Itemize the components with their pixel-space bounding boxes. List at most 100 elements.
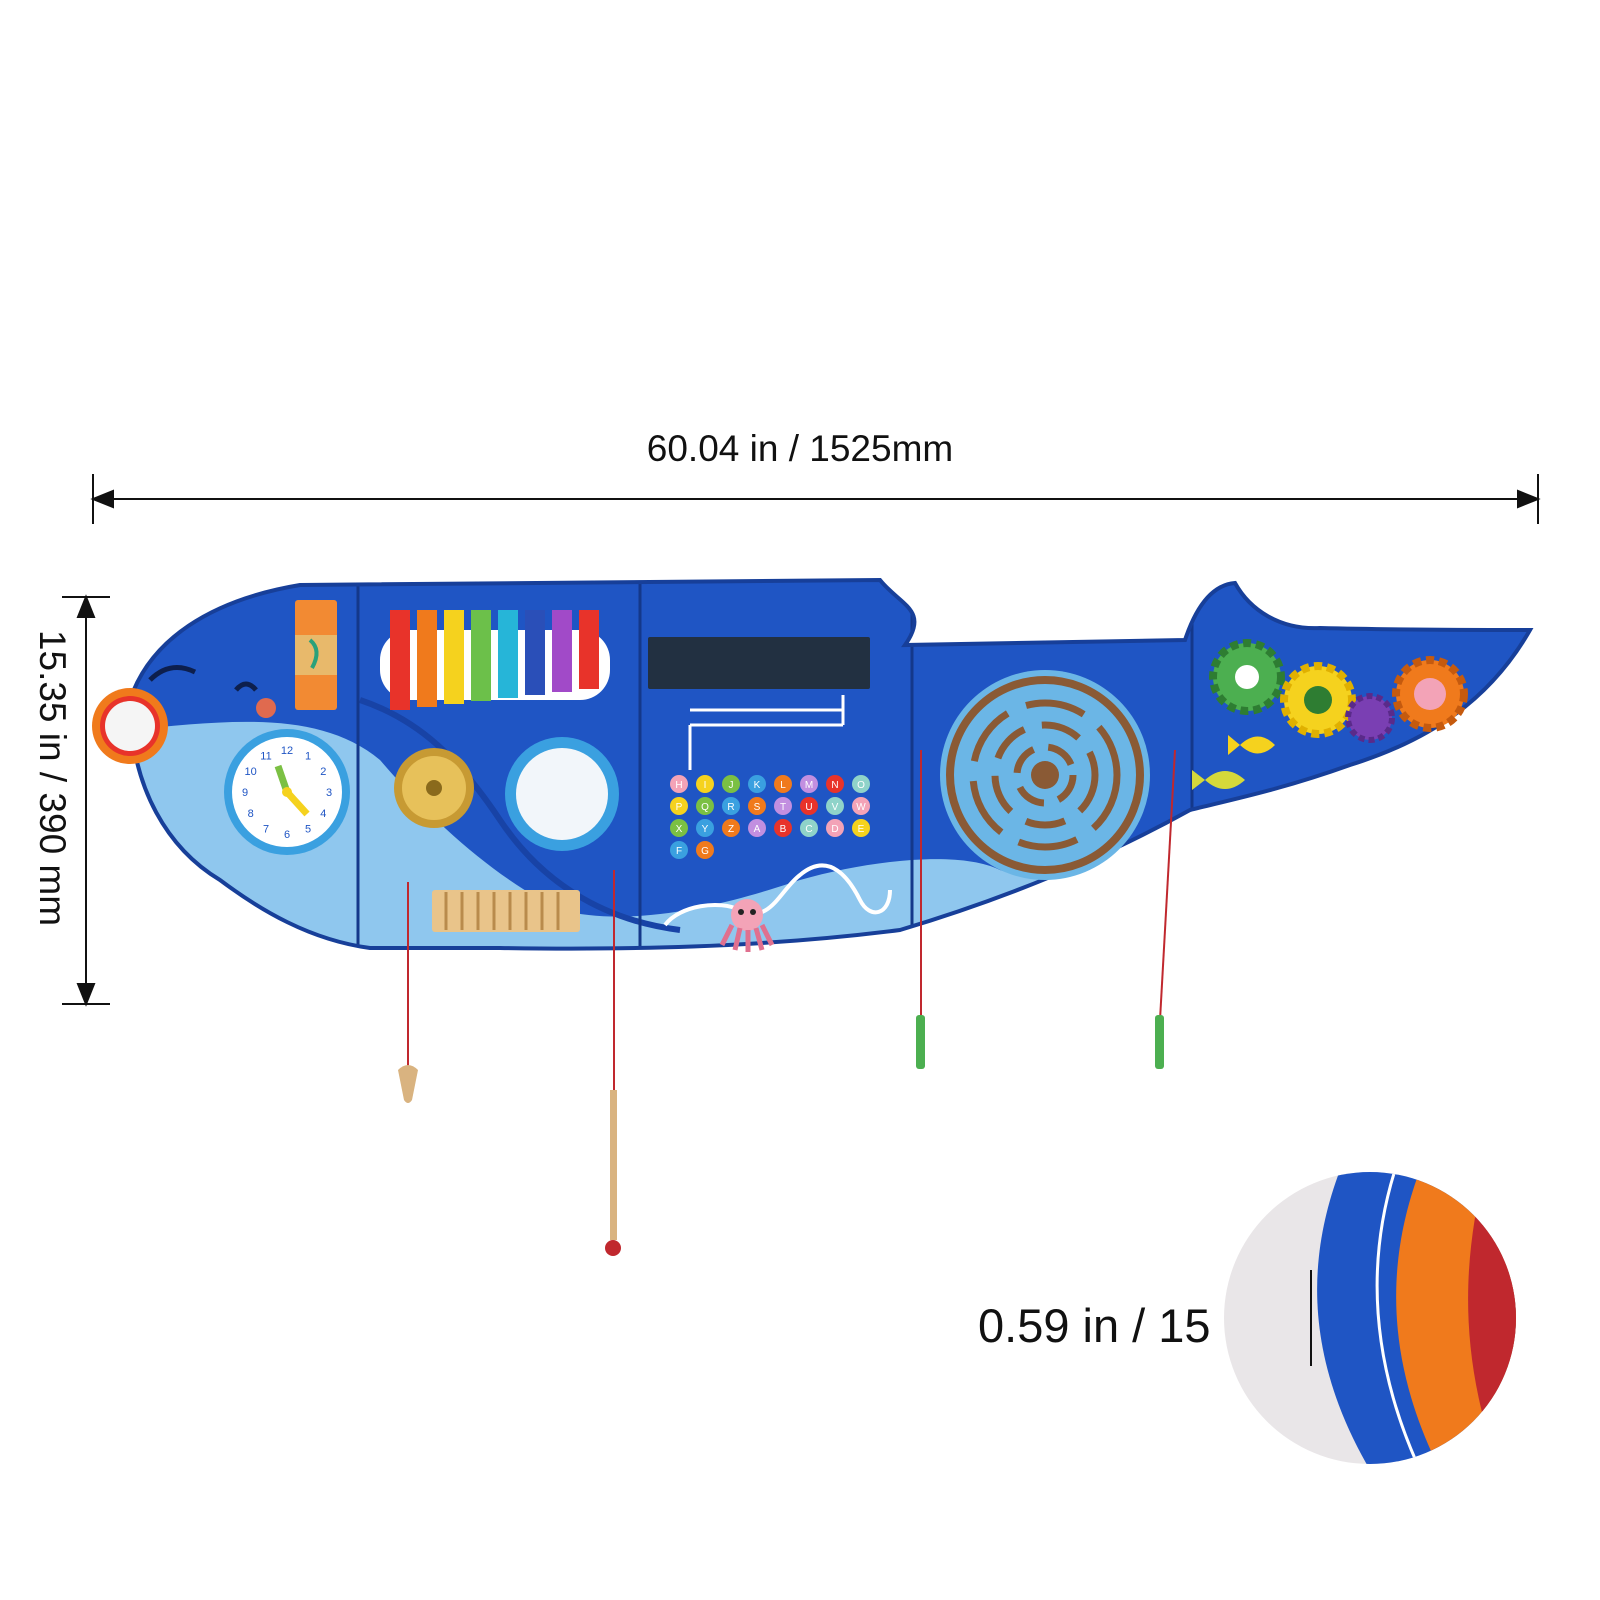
abacus-bead[interactable]	[722, 775, 740, 793]
abacus-letter: G	[701, 846, 709, 857]
abacus-letter: D	[831, 824, 838, 835]
clock-number: 9	[242, 787, 248, 799]
abacus-bead[interactable]	[774, 797, 792, 815]
abacus-bead[interactable]	[670, 775, 688, 793]
abacus-letter: L	[780, 780, 786, 791]
abacus-letter: E	[858, 824, 865, 835]
abacus-bead[interactable]	[748, 797, 766, 815]
abacus-bead[interactable]	[852, 775, 870, 793]
abacus-bead[interactable]	[852, 797, 870, 815]
abacus-letter: W	[856, 802, 866, 813]
abacus-bead[interactable]	[696, 775, 714, 793]
mallet[interactable]	[605, 1090, 621, 1256]
abacus-letter: B	[780, 824, 787, 835]
abacus-letter: P	[676, 802, 683, 813]
abacus-bead[interactable]	[852, 819, 870, 837]
abacus-letter: Q	[701, 802, 709, 813]
thickness-zoom-inset	[1224, 1172, 1516, 1464]
gear-icon[interactable]	[1345, 693, 1395, 743]
abacus-letter: K	[754, 780, 761, 791]
maze-pen-green[interactable]	[1155, 1015, 1164, 1069]
gear-icon[interactable]	[1209, 639, 1285, 715]
abacus-bead[interactable]	[800, 819, 818, 837]
abacus-bead[interactable]	[826, 797, 844, 815]
abacus-bead[interactable]	[800, 797, 818, 815]
abacus-letter: H	[675, 780, 682, 791]
seahorse-turning-block[interactable]	[295, 600, 337, 710]
abacus-bead[interactable]	[748, 819, 766, 837]
abacus-letter: O	[857, 780, 865, 791]
chalkboard[interactable]	[648, 637, 870, 689]
nostril-icon	[148, 665, 197, 682]
maze-pen-green[interactable]	[916, 1015, 925, 1069]
gear-icon[interactable]	[1280, 662, 1356, 738]
wire-bead-track[interactable]	[663, 863, 892, 927]
abacus-bead[interactable]	[696, 819, 714, 837]
abacus-letter: J	[729, 780, 734, 791]
gear-icon[interactable]	[1392, 656, 1468, 732]
hanging-strings	[407, 749, 1176, 1100]
abacus-bead[interactable]	[696, 797, 714, 815]
abacus-bead[interactable]	[670, 819, 688, 837]
clock-number: 7	[263, 823, 269, 835]
xylophone-bar[interactable]	[471, 610, 491, 701]
height-dimension-arrow	[62, 594, 110, 1007]
abacus-letter: M	[805, 780, 813, 791]
wooden-guiro[interactable]	[432, 890, 580, 932]
xylophone-bar[interactable]	[525, 610, 545, 695]
octopus-bead[interactable]	[719, 899, 775, 952]
abacus-bead[interactable]	[696, 841, 714, 859]
abacus-bead[interactable]	[826, 775, 844, 793]
fish-icon[interactable]	[1228, 735, 1275, 755]
bell-toy[interactable]	[394, 748, 474, 828]
abacus-bead[interactable]	[748, 775, 766, 793]
abacus-bead[interactable]	[774, 775, 792, 793]
xylophone-bar[interactable]	[390, 610, 410, 710]
drum-toy[interactable]	[505, 737, 619, 851]
abacus-bead[interactable]	[670, 841, 688, 859]
clock-number: 1	[305, 751, 311, 763]
clock-number: 5	[305, 823, 311, 835]
abacus-bead[interactable]	[722, 797, 740, 815]
cheek-icon	[256, 698, 276, 718]
abacus-letter: Y	[702, 824, 709, 835]
abacus-letter: C	[805, 824, 812, 835]
xylophone-bar[interactable]	[417, 610, 437, 707]
clock-number: 8	[248, 808, 254, 820]
clock-number: 3	[326, 787, 332, 799]
maze-toy[interactable]	[940, 670, 1150, 880]
clock-number: 4	[320, 808, 326, 820]
abacus-bead[interactable]	[800, 775, 818, 793]
mirror-toy[interactable]	[92, 688, 168, 764]
clock-number: 10	[245, 766, 257, 778]
xylophone-bar[interactable]	[552, 610, 572, 692]
clock-number: 11	[260, 751, 271, 763]
abacus-letter: A	[754, 824, 761, 835]
abacus-letter: S	[754, 802, 761, 813]
clock-number: 2	[320, 766, 326, 778]
abacus-bead[interactable]	[774, 819, 792, 837]
abacus-bead[interactable]	[670, 797, 688, 815]
clock-number: 6	[284, 829, 290, 841]
abacus-letter: R	[727, 802, 734, 813]
wooden-scraper-stick[interactable]	[398, 1065, 418, 1103]
xylophone[interactable]	[380, 610, 610, 710]
abacus-letter: T	[780, 802, 786, 813]
abacus-letter: I	[704, 780, 707, 791]
eye-icon	[234, 681, 258, 692]
width-dimension-arrow	[90, 474, 1541, 524]
xylophone-bar[interactable]	[444, 610, 464, 704]
xylophone-bar[interactable]	[579, 610, 599, 689]
abacus-letter: Z	[728, 824, 734, 835]
clock-number: 12	[281, 745, 293, 757]
abacus-bead[interactable]	[722, 819, 740, 837]
abacus-bead[interactable]	[826, 819, 844, 837]
xylophone-bar[interactable]	[498, 610, 518, 698]
width-dimension-label: 60.04 in / 1525mm	[646, 428, 954, 469]
abacus-letter: V	[832, 802, 839, 813]
fish-icon[interactable]	[1192, 770, 1245, 790]
abacus-letter: N	[831, 780, 838, 791]
